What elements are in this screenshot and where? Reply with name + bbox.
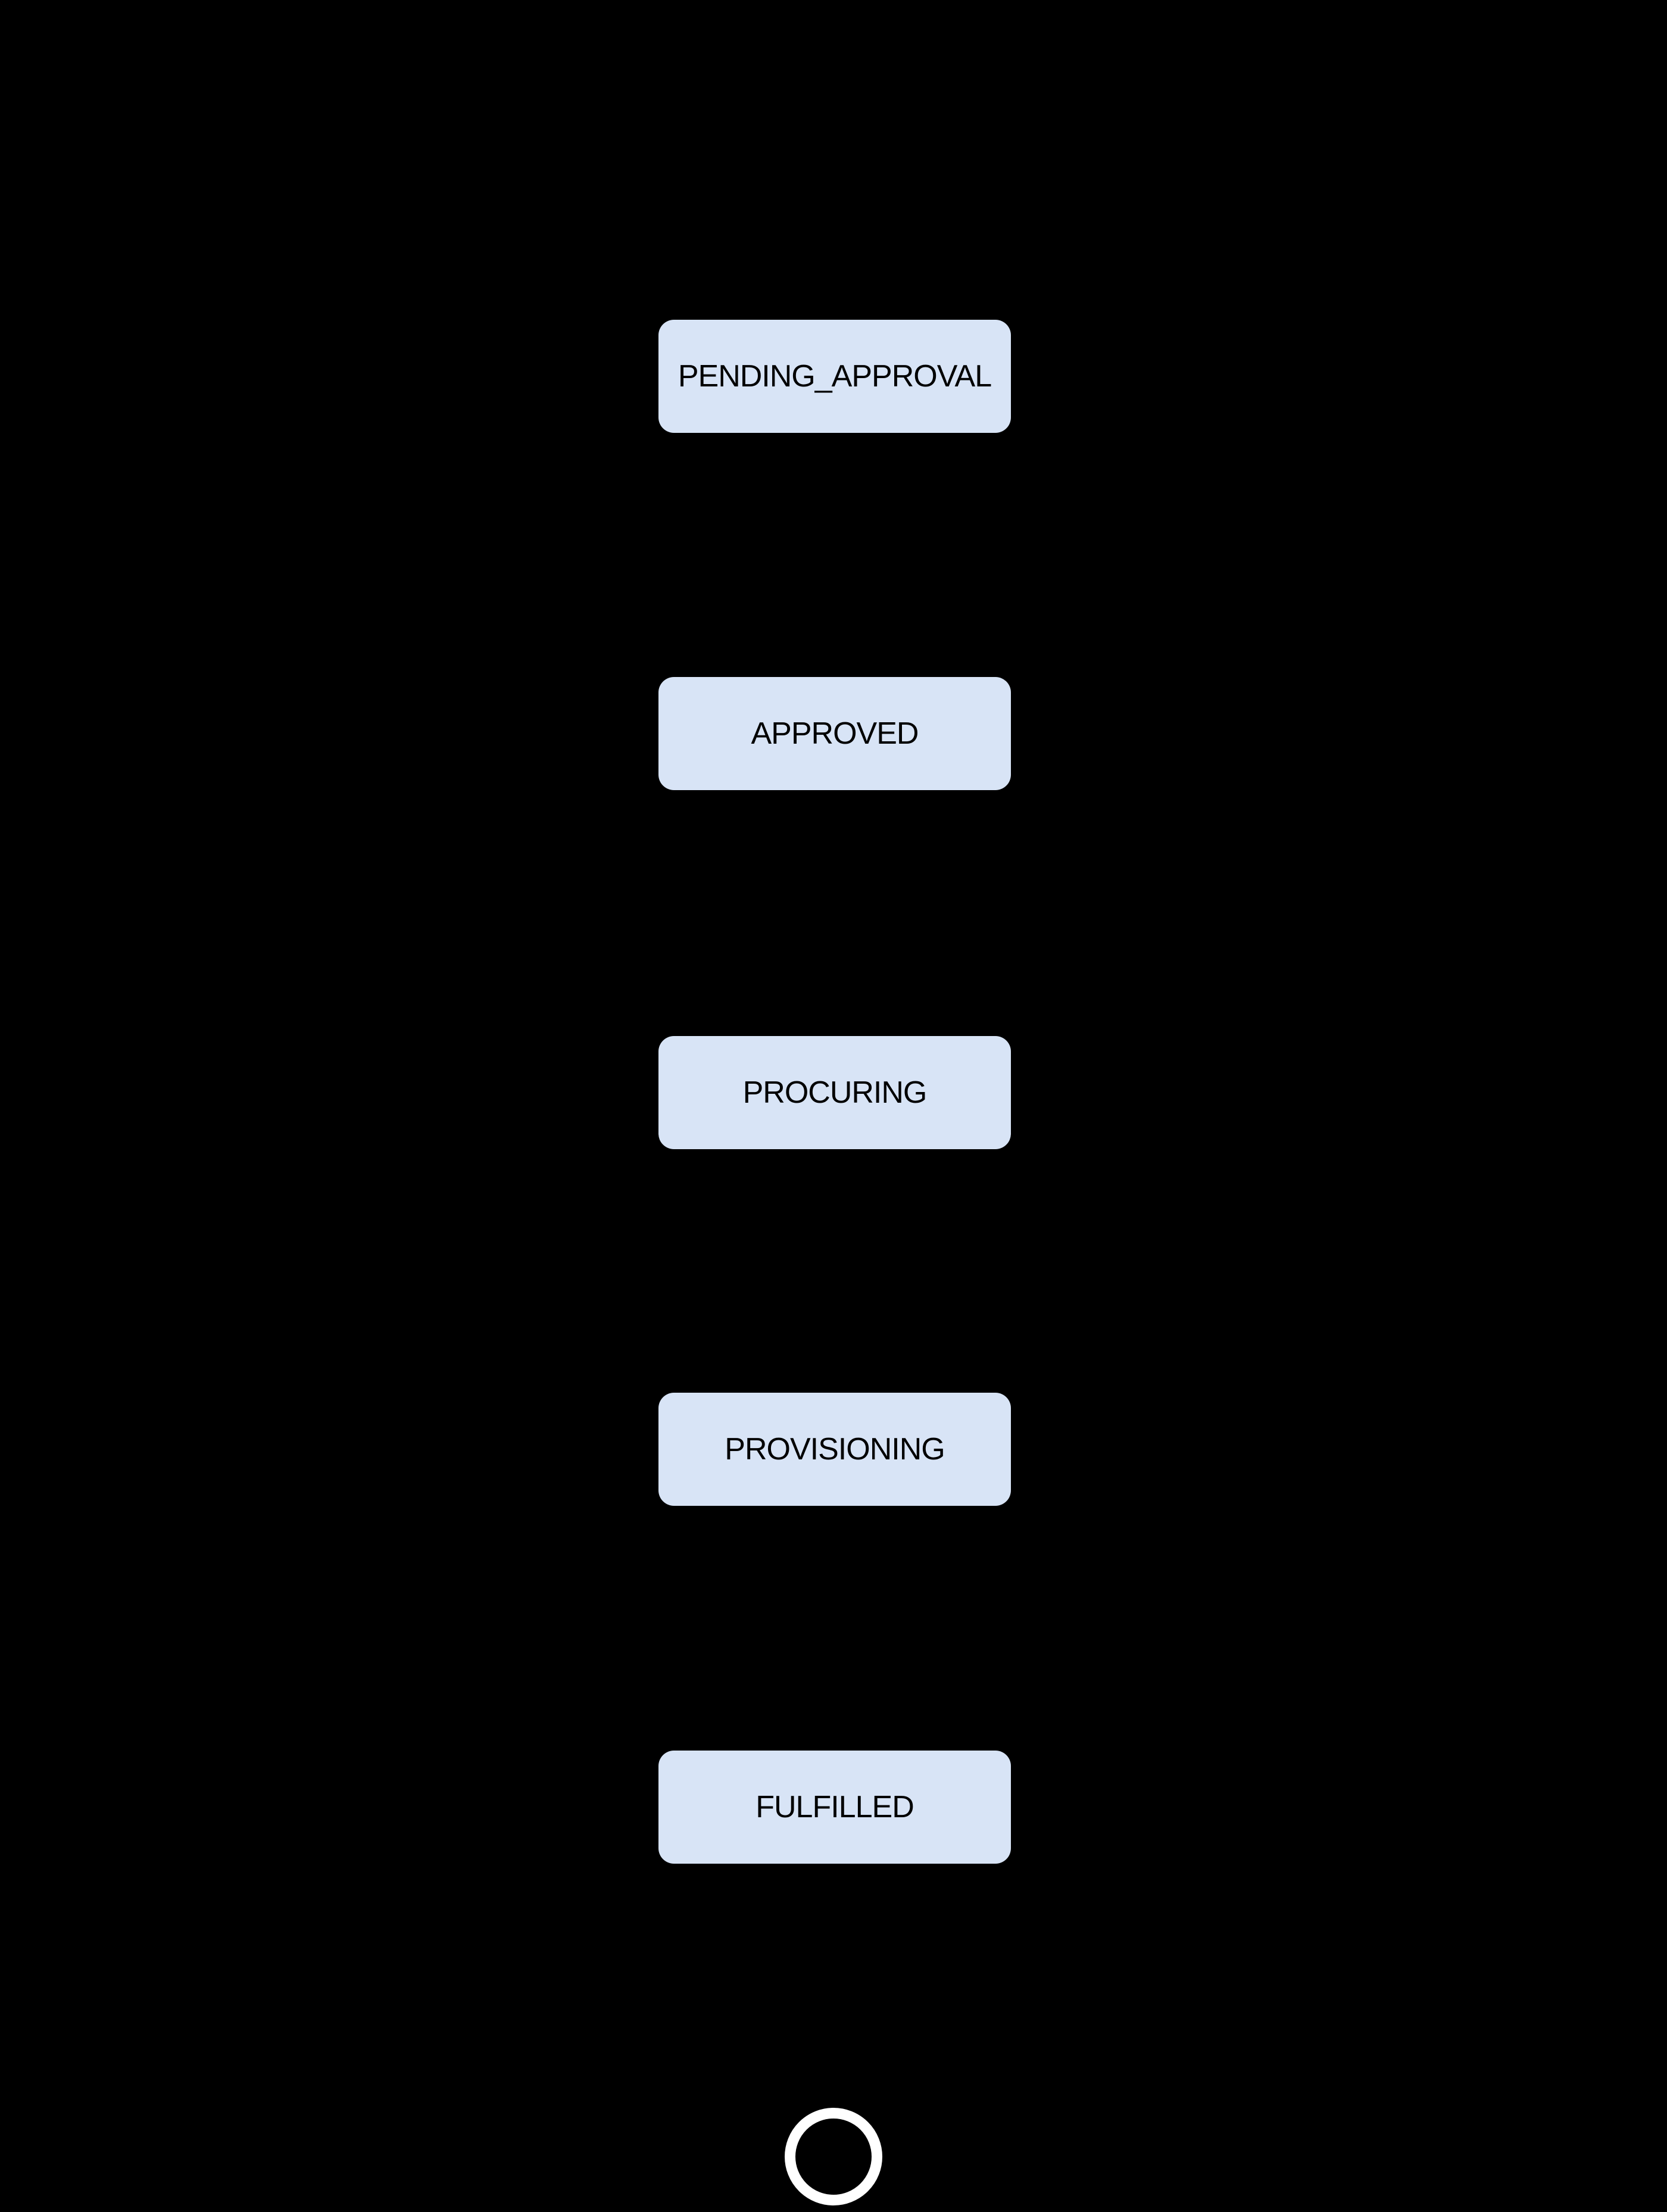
state-label: APPROVED	[751, 716, 919, 751]
state-label: PROCURING	[742, 1075, 928, 1110]
state-label: PROVISIONING	[725, 1432, 945, 1467]
state-node-fulfilled: FULFILLED	[658, 1751, 1011, 1864]
final-state-circle-icon	[785, 2108, 882, 2205]
state-label: FULFILLED	[756, 1790, 914, 1824]
state-node-approved: APPROVED	[658, 677, 1011, 790]
state-node-procuring: PROCURING	[658, 1036, 1011, 1149]
state-label: PENDING_APPROVAL	[678, 359, 992, 394]
state-node-pending-approval: PENDING_APPROVAL	[658, 320, 1011, 433]
state-node-provisioning: PROVISIONING	[658, 1393, 1011, 1506]
